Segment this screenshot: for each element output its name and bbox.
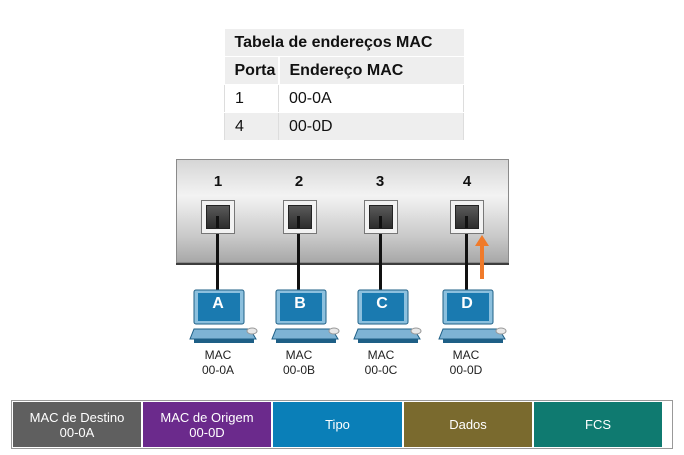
field-label: MAC de Destino (29, 409, 125, 425)
host-mac-value: 00-0B (282, 363, 316, 377)
host-a: A (188, 287, 260, 347)
cable-c-top (379, 216, 382, 228)
table-cell-port: 1 (224, 84, 279, 113)
host-letter: B (294, 295, 306, 312)
host-d: D (437, 287, 509, 347)
cable-c (379, 222, 382, 294)
cable-a-top (216, 216, 219, 228)
frame-field-data: Dados (404, 402, 532, 447)
cable-d-top (465, 216, 468, 228)
host-mac-caption: MAC (285, 348, 313, 362)
cable-d (465, 222, 468, 294)
cable-b-top (297, 216, 300, 228)
port-label-2: 2 (294, 173, 304, 190)
arrow-up-icon (475, 235, 489, 279)
table-cell-port: 4 (224, 112, 279, 141)
frame-field-dest-mac: MAC de Destino 00-0A (13, 402, 141, 447)
host-c: C (352, 287, 424, 347)
cable-a (216, 222, 219, 294)
mac-table-title: Tabela de endereços MAC (224, 29, 464, 57)
host-label-c: MAC 00-0C (346, 348, 416, 378)
computer-icon (189, 289, 258, 343)
frame-field-type: Tipo (273, 402, 402, 447)
ethernet-frame: MAC de Destino 00-0A MAC de Origem 00-0D… (11, 400, 673, 449)
cable-b (297, 222, 300, 294)
host-mac-caption: MAC (367, 348, 395, 362)
host-letter: D (461, 295, 473, 312)
field-value: 00-0D (189, 424, 225, 440)
computer-icon (353, 289, 422, 343)
host-label-a: MAC 00-0A (183, 348, 253, 378)
table-row: 4 00-0D (224, 112, 464, 141)
host-label-d: MAC 00-0D (431, 348, 501, 378)
host-label-b: MAC 00-0B (264, 348, 334, 378)
host-mac-value: 00-0D (449, 363, 483, 377)
switch-port-2 (283, 200, 317, 234)
host-letter: C (376, 295, 388, 312)
frame-field-fcs: FCS (534, 402, 662, 447)
field-label: Dados (449, 417, 487, 432)
host-mac-value: 00-0A (201, 363, 235, 377)
port-label-1: 1 (213, 173, 223, 190)
host-mac-value: 00-0C (364, 363, 398, 377)
mac-table-header-port: Porta (224, 56, 280, 85)
field-value: 00-0A (59, 424, 95, 440)
field-label: Tipo (325, 417, 350, 432)
mac-address-table: Tabela de endereços MAC Porta Endereço M… (224, 29, 464, 141)
host-letter: A (212, 295, 224, 312)
host-mac-caption: MAC (452, 348, 480, 362)
port-label-4: 4 (462, 173, 472, 190)
port-label-3: 3 (375, 173, 385, 190)
host-b: B (270, 287, 342, 347)
switch-port-1 (201, 200, 235, 234)
table-cell-mac: 00-0A (278, 84, 464, 113)
computer-icon (271, 289, 340, 343)
mac-table-header-mac: Endereço MAC (278, 56, 464, 85)
computer-icon (438, 289, 507, 343)
table-row: 1 00-0A (224, 84, 464, 113)
host-mac-caption: MAC (204, 348, 232, 362)
frame-field-src-mac: MAC de Origem 00-0D (143, 402, 271, 447)
field-label: MAC de Origem (160, 409, 254, 425)
table-cell-mac: 00-0D (278, 112, 464, 141)
field-label: FCS (585, 417, 611, 432)
